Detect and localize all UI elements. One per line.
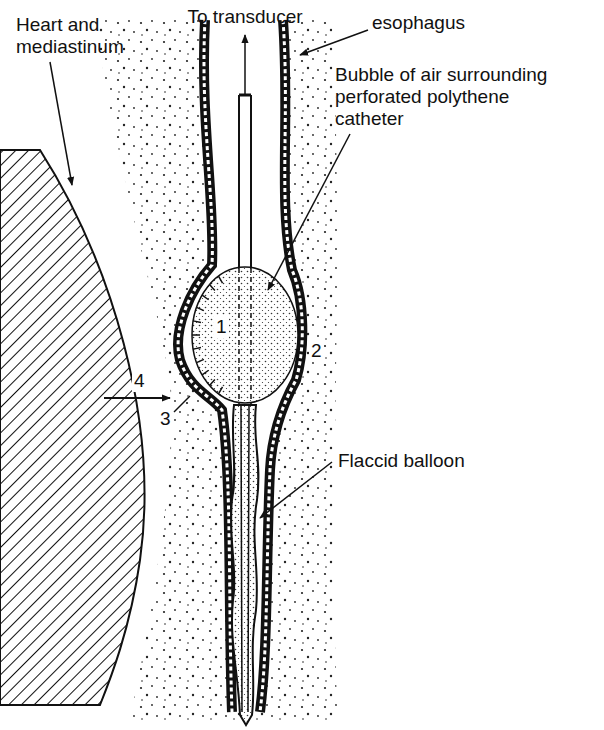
callout-number: 1: [214, 316, 229, 338]
polythene-catheter: [239, 95, 251, 712]
leader-lines: [50, 30, 368, 518]
tissue-stipple: [95, 20, 338, 720]
callout-number: 3: [158, 408, 173, 430]
air-bubble: [192, 267, 298, 403]
bubble-tick: [210, 284, 215, 290]
bubble-tick: [219, 387, 223, 394]
flaccid-balloon: [231, 405, 258, 725]
bubble-tick: [197, 359, 204, 362]
bubble-tick: [219, 276, 223, 283]
bubble-tick: [193, 321, 201, 323]
part-label: Heart and mediastinum: [16, 14, 166, 58]
bubble-tick: [193, 347, 201, 349]
callout-number: 2: [309, 340, 324, 362]
callout-number: 4: [132, 370, 147, 392]
part-label: To transducer: [187, 6, 302, 28]
bubble-tick: [192, 334, 200, 336]
bubble-tick: [197, 307, 204, 310]
bubble-tick: [202, 370, 208, 375]
part-label: Bubble of air surrounding perforated pol…: [335, 64, 555, 130]
heart-region: [0, 150, 144, 705]
part-label: esophagus: [372, 12, 465, 34]
bubble-tick: [210, 380, 215, 386]
part-label: Flaccid balloon: [336, 450, 467, 472]
bubble-tick: [202, 295, 208, 300]
